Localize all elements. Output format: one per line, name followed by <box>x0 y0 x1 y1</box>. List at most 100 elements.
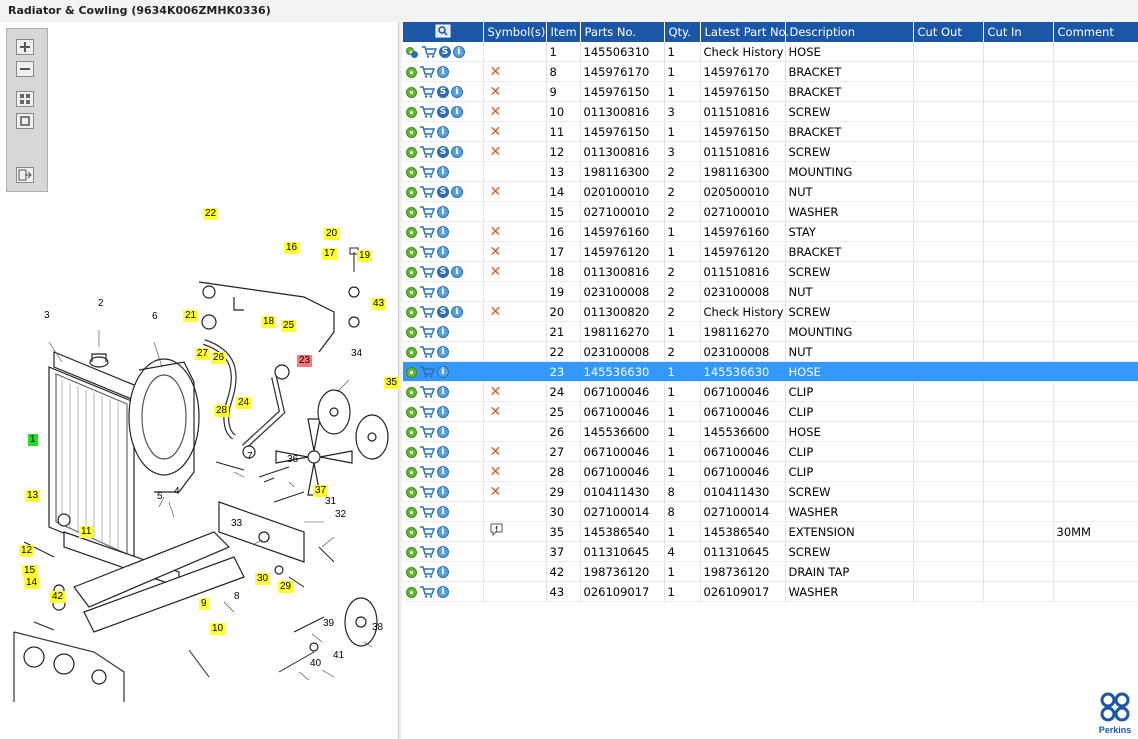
fit-all-icon[interactable] <box>16 91 34 107</box>
service-icon[interactable]: S <box>437 106 449 118</box>
pane-divider[interactable] <box>399 22 402 739</box>
cart-icon[interactable] <box>419 86 435 98</box>
callout-16[interactable]: 16 <box>284 242 300 254</box>
gear-icon[interactable] <box>406 566 417 578</box>
gear-icon[interactable] <box>406 186 417 198</box>
info-icon[interactable]: i <box>437 366 449 378</box>
gear-icon[interactable] <box>406 66 417 78</box>
callout-13[interactable]: 13 <box>25 490 41 502</box>
cart-icon[interactable] <box>419 346 435 358</box>
gear-icon[interactable] <box>406 246 417 258</box>
info-icon[interactable]: i <box>437 486 449 498</box>
column-header-symbol-s[interactable]: Symbol(s) <box>483 22 547 42</box>
gear-icon[interactable] <box>406 366 417 378</box>
info-icon[interactable]: i <box>437 566 449 578</box>
callout-24[interactable]: 24 <box>236 397 252 409</box>
cart-icon[interactable] <box>419 546 435 558</box>
info-icon[interactable]: i <box>437 466 449 478</box>
gear-icon[interactable] <box>406 406 417 418</box>
info-icon[interactable]: i <box>437 126 449 138</box>
callout-29[interactable]: 29 <box>278 581 294 593</box>
info-icon[interactable]: i <box>453 46 465 58</box>
column-header-qty[interactable]: Qty. <box>664 22 701 42</box>
callout-11[interactable]: 11 <box>79 526 94 538</box>
callout-21[interactable]: 21 <box>183 310 199 322</box>
callout-20[interactable]: 20 <box>324 228 340 240</box>
callout-27[interactable]: 27 <box>195 348 211 360</box>
gear-icon[interactable] <box>406 586 417 598</box>
callout-37[interactable]: 37 <box>313 485 329 497</box>
info-icon[interactable]: i <box>451 86 463 98</box>
info-icon[interactable]: i <box>437 446 449 458</box>
cart-icon[interactable] <box>421 46 437 58</box>
callout-28[interactable]: 28 <box>214 405 230 417</box>
cart-icon[interactable] <box>419 326 435 338</box>
cart-icon[interactable] <box>419 386 435 398</box>
service-icon[interactable]: S <box>437 146 449 158</box>
export-icon[interactable] <box>16 167 34 183</box>
gear-icon[interactable] <box>406 426 417 438</box>
gear-icon[interactable] <box>406 486 417 498</box>
callout-42[interactable]: 42 <box>50 591 66 603</box>
cart-icon[interactable] <box>419 146 435 158</box>
gear-icon[interactable] <box>406 326 417 338</box>
gear-icon[interactable] <box>406 506 417 518</box>
cart-icon[interactable] <box>419 486 435 498</box>
callout-1[interactable]: 1 <box>28 434 38 446</box>
cart-icon[interactable] <box>419 126 435 138</box>
service-icon[interactable]: S <box>437 306 449 318</box>
callout-14[interactable]: 14 <box>24 577 40 589</box>
gear-icon[interactable] <box>406 126 417 138</box>
callout-15[interactable]: 15 <box>22 565 38 577</box>
callout-9[interactable]: 9 <box>199 598 209 610</box>
info-icon[interactable]: i <box>437 206 449 218</box>
column-header-latest-part-no[interactable]: Latest Part No. <box>700 22 789 42</box>
gear-icon[interactable] <box>406 86 417 98</box>
gear-icon[interactable] <box>406 166 417 178</box>
column-header-cut-out[interactable]: Cut Out <box>913 22 984 42</box>
info-icon[interactable]: i <box>437 526 449 538</box>
service-icon[interactable]: S <box>437 266 449 278</box>
info-icon[interactable]: i <box>437 386 449 398</box>
callout-17[interactable]: 17 <box>322 248 338 260</box>
gear-icon[interactable] <box>406 146 417 158</box>
info-icon[interactable]: i <box>437 286 449 298</box>
gear-icon[interactable] <box>406 306 417 318</box>
gear-icon[interactable] <box>406 346 417 358</box>
cart-icon[interactable] <box>419 586 435 598</box>
gear-icon[interactable] <box>406 386 417 398</box>
gear-icon[interactable] <box>406 286 417 298</box>
cart-icon[interactable] <box>419 226 435 238</box>
note-symbol-icon[interactable] <box>489 523 505 537</box>
fit-window-icon[interactable] <box>16 113 34 129</box>
callout-12[interactable]: 12 <box>19 545 35 557</box>
info-icon[interactable]: i <box>437 246 449 258</box>
gear-icon[interactable] <box>406 446 417 458</box>
callout-25[interactable]: 25 <box>281 320 297 332</box>
info-icon[interactable]: i <box>437 226 449 238</box>
cart-icon[interactable] <box>419 206 435 218</box>
cart-icon[interactable] <box>419 186 435 198</box>
cart-icon[interactable] <box>419 286 435 298</box>
column-header-item[interactable]: Item <box>546 22 581 42</box>
gear-icon[interactable] <box>406 526 417 538</box>
gear-icon[interactable] <box>406 546 417 558</box>
info-icon[interactable]: i <box>437 586 449 598</box>
info-icon[interactable]: i <box>451 306 463 318</box>
callout-23[interactable]: 23 <box>297 355 313 367</box>
